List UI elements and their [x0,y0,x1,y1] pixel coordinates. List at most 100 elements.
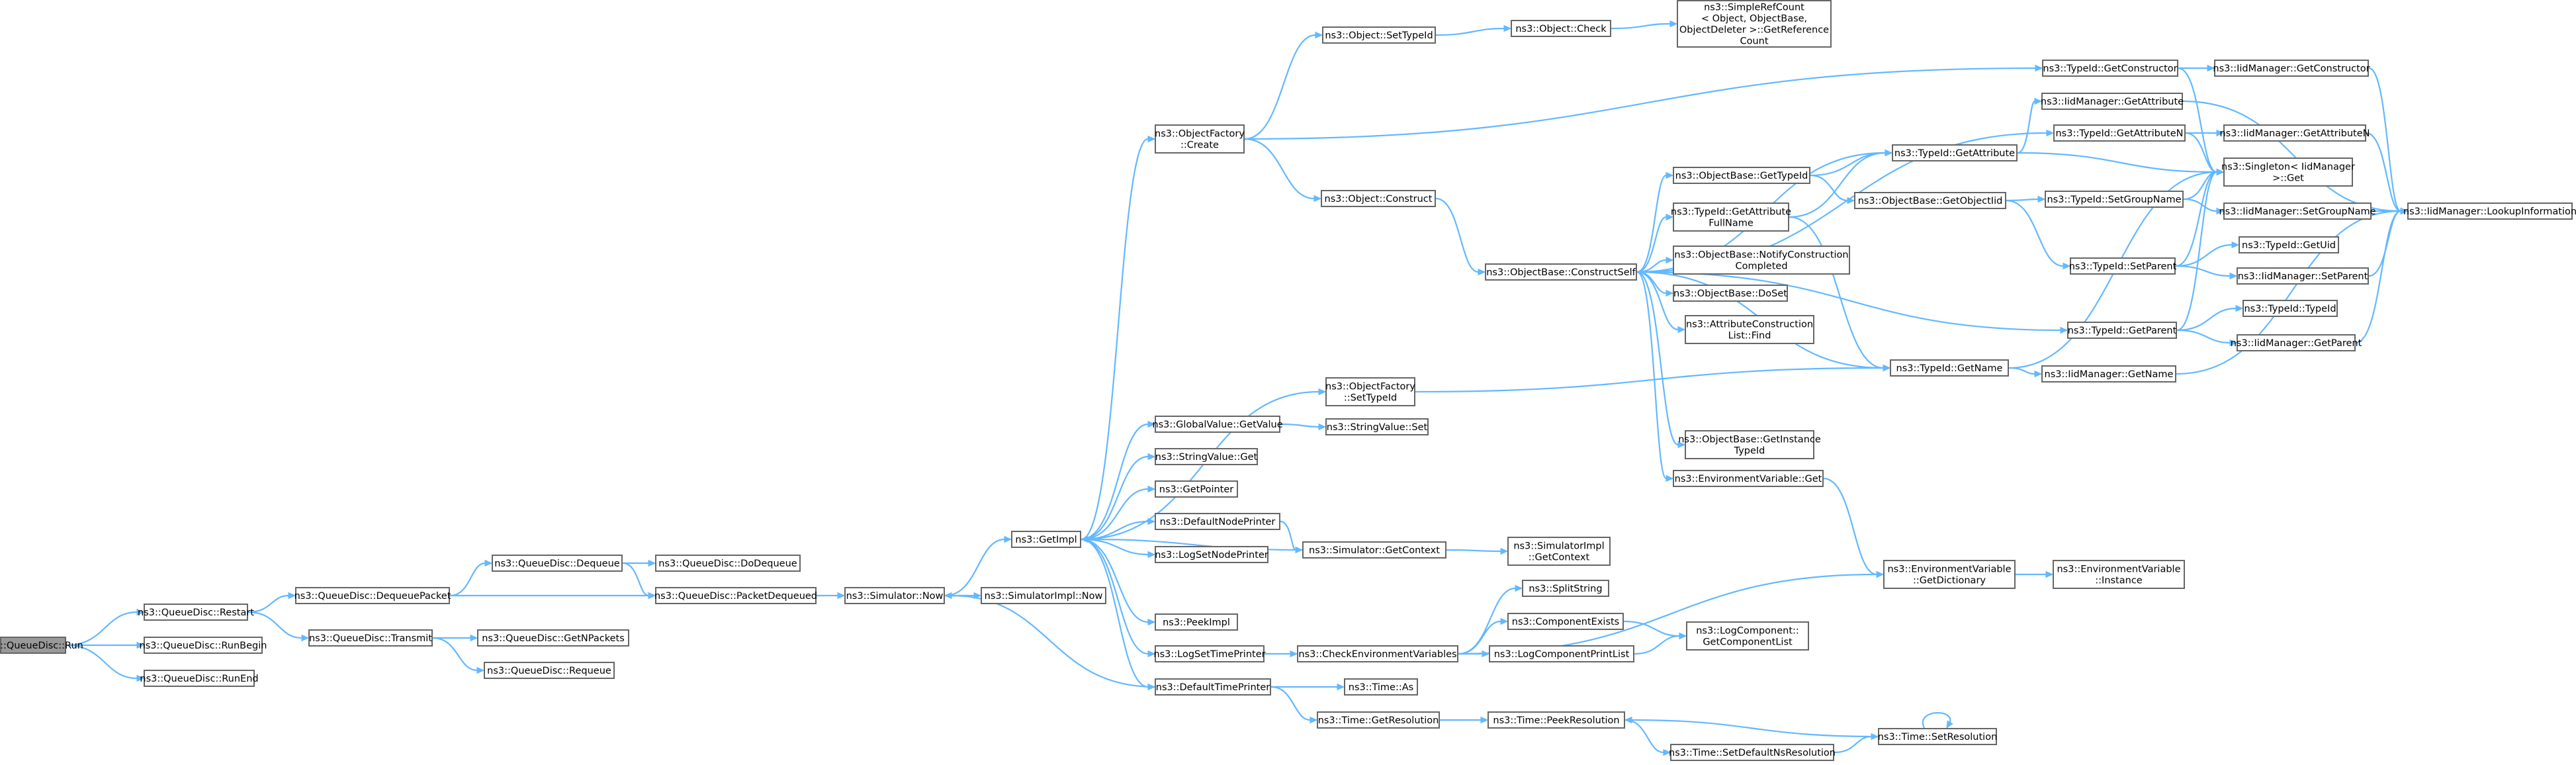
graph-node-simnow[interactable]: ns3::Simulator::Now [844,587,945,604]
graph-node-logcomponentgetlist[interactable]: ns3::LogComponent::GetComponentList [1686,621,1809,651]
edge-run-to-runend [66,644,145,682]
arrow-head [2034,97,2043,105]
graph-node-typeidgetconstructor[interactable]: ns3::TypeId::GetConstructor [2042,60,2178,77]
graph-node-splitstring[interactable]: ns3::SplitString [1522,580,1609,597]
graph-node-iidgetattribute[interactable]: ns3::IidManager::GetAttribute [2041,93,2184,110]
graph-node-runend[interactable]: ns3::QueueDisc::RunEnd [140,670,259,687]
graph-node-peekimpl[interactable]: ns3::PeekImpl [1155,613,1238,631]
graph-node-requeue[interactable]: ns3::QueueDisc::Requeue [484,662,615,679]
node-label: ::SetTypeId [1344,393,1397,404]
node-label: List::Find [1728,331,1771,341]
graph-node-typeidgetuid[interactable]: ns3::TypeId::GetUid [2239,236,2339,253]
graph-node-envvarinstance[interactable]: ns3::EnvironmentVariable::Instance [2053,560,2185,589]
graph-node-dequeuepacket[interactable]: ns3::QueueDisc::DequeuePacket [294,587,451,604]
graph-node-logsettimeprinter[interactable]: ns3::LogSetTimePrinter [1153,645,1266,662]
graph-node-obdoset[interactable]: ns3::ObjectBase::DoSet [1673,285,1788,302]
graph-node-transmit[interactable]: ns3::QueueDisc::Transmit [308,629,433,647]
graph-node-typeidsetgroupname[interactable]: ns3::TypeId::SetGroupName [2045,191,2184,208]
graph-node-logsetnodeprinter[interactable]: ns3::LogSetNodePrinter [1155,546,1268,563]
graph-node-runbegin[interactable]: ns3::QueueDisc::RunBegin [140,637,267,654]
graph-node-objfactcreate[interactable]: ns3::ObjectFactory::Create [1155,124,1245,154]
edge-simgetcontext-to-simimplgetcontext [1446,547,1509,555]
edge-line [2017,100,2036,154]
graph-node-simgetcontext[interactable]: ns3::Simulator::GetContext [1302,541,1446,559]
edge-line [1631,719,1879,738]
node-label: ns3::LogSetNodePrinter [1155,550,1268,561]
graph-node-dequeue[interactable]: ns3::QueueDisc::Dequeue [492,555,623,572]
graph-node-timesetdefaultns[interactable]: ns3::Time::SetDefaultNsResolution [1669,744,1836,761]
node-box [1322,26,1436,44]
graph-node-simimplgetcontext[interactable]: ns3::SimulatorImpl::GetContext [1507,537,1611,566]
arrow-head [2216,129,2225,137]
graph-node-envvarget[interactable]: ns3::EnvironmentVariable::Get [1673,470,1824,487]
graph-node-timepeekres[interactable]: ns3::Time::PeekResolution [1488,711,1625,729]
edge-objfactcreate-to-typeidgetconstructor [1244,64,2043,140]
graph-node-typeidgetattribute[interactable]: ns3::TypeId::GetAttribute [1892,144,2018,161]
graph-node-iidsetgroupname[interactable]: ns3::IidManager::SetGroupName [2219,202,2376,220]
arrow-head [1666,474,1674,482]
graph-node-dodequeue[interactable]: ns3::QueueDisc::DoDequeue [655,555,801,572]
graph-node-typeidgetattributen[interactable]: ns3::TypeId::GetAttributeN [2053,124,2186,142]
graph-node-typeidgetparent[interactable]: ns3::TypeId::GetParent [2067,322,2177,339]
graph-node-checkenv[interactable]: ns3::CheckEnvironmentVariables [1297,645,1458,662]
graph-node-timeas[interactable]: ns3::Time::As [1344,678,1418,696]
graph-node-timegetres[interactable]: ns3::Time::GetResolution [1317,711,1440,729]
graph-node-singletonget[interactable]: ns3::Singleton< IidManager >::Get [2221,158,2355,187]
graph-node-objsettypeid[interactable]: ns3::Object::SetTypeId [1322,26,1436,44]
graph-node-simplerefcount[interactable]: ns3::SimpleRefCount< Object, ObjectBase,… [1677,0,1832,48]
node-box [2407,202,2573,220]
graph-node-packetdequeued[interactable]: ns3::QueueDisc::PacketDequeued [654,587,817,604]
edge-line [1446,549,1501,553]
graph-node-restart[interactable]: ns3::QueueDisc::Restart [138,604,254,621]
graph-node-simimplnow[interactable]: ns3::SimulatorImpl::Now [981,587,1106,604]
edge-line [1081,390,1319,541]
edge-line [2175,265,2231,277]
node-label: ns3::Object::SetTypeId [1325,30,1433,41]
graph-node-defaultnodeprinter[interactable]: ns3::DefaultNodePrinter [1155,513,1280,530]
graph-node-getimpl[interactable]: ns3::GetImpl [1011,531,1081,548]
graph-node-iidlookup[interactable]: ns3::IidManager::LookupInformation [2403,202,2576,220]
graph-node-stringvalueset[interactable]: ns3::StringValue::Set [1325,418,1429,435]
graph-node-defaulttimeprinter[interactable]: ns3::DefaultTimePrinter [1155,678,1271,696]
edge-timepeekres-to-timesetdefaultns [1624,719,1671,756]
graph-node-iidsetparent[interactable]: ns3::IidManager::SetParent [2237,267,2369,285]
arrow-head [301,634,310,642]
node-box [1673,470,1824,487]
graph-node-getpointer[interactable]: ns3::GetPointer [1155,480,1238,498]
graph-node-typeidtypeid[interactable]: ns3::TypeId::TypeId [2243,300,2338,317]
graph-node-typeidgetname[interactable]: ns3::TypeId::GetName [1890,359,2009,377]
edge-dequeue-to-packetdequeued [622,562,656,600]
graph-node-notifyconstruction[interactable]: ns3::ObjectBase::NotifyConstructionCompl… [1673,246,1850,275]
node-box [1673,246,1850,275]
graph-node-obgetobjectiid[interactable]: ns3::ObjectBase::GetObjectIid [1854,192,2006,209]
edge-getimpl-to-objfactsettypeid [1081,388,1327,541]
graph-node-globalvalueget[interactable]: ns3::GlobalValue::GetValue [1152,416,1283,433]
graph-node-objcheck[interactable]: ns3::Object::Check [1511,20,1611,37]
graph-node-iidgetparent[interactable]: ns3::IidManager::GetParent [2231,334,2362,351]
graph-node-constructself[interactable]: ns3::ObjectBase::ConstructSelf [1485,263,1637,281]
graph-node-envvargetdict[interactable]: ns3::EnvironmentVariable::GetDictionary [1883,560,2016,589]
graph-node-iidgetattributen[interactable]: ns3::IidManager::GetAttributeN [2219,124,2370,142]
graph-node-obgettypeid[interactable]: ns3::ObjectBase::GetTypeId [1673,167,1810,184]
arrow-head [2046,129,2055,137]
graph-node-objfactsettypeid[interactable]: ns3::ObjectFactory::SetTypeId [1325,377,1415,406]
graph-node-getnpackets[interactable]: ns3::QueueDisc::GetNPackets [477,629,629,647]
graph-node-iidgetname[interactable]: ns3::IidManager::GetName [2041,365,2176,382]
graph-node-typeidsetparent[interactable]: ns3::TypeId::SetParent [2069,257,2177,275]
arrow-head [648,592,656,600]
edge-getimpl-to-peekimpl [1081,538,1156,626]
graph-node-run[interactable]: ns3::QueueDisc::Run [0,637,83,654]
graph-node-stringvalueget[interactable]: ns3::StringValue::Get [1155,448,1258,465]
graph-node-componentexists[interactable]: ns3::ComponentExists [1507,613,1624,630]
graph-node-iidgetconstructor[interactable]: ns3::IidManager::GetConstructor [2213,60,2370,77]
graph-node-timesetres[interactable]: ns3::Time::SetResolution [1878,728,1998,745]
edge-line [1081,488,1149,541]
node-label: ns3::StringValue::Get [1155,452,1258,463]
graph-node-objconstruct[interactable]: ns3::Object::Construct [1321,190,1436,207]
arrow-head [1004,535,1012,543]
graph-node-logcomponentprintlist[interactable]: ns3::LogComponentPrintList [1489,645,1634,662]
edge-typeidgetattrfullname-to-typeidgetattribute [1789,149,1893,218]
